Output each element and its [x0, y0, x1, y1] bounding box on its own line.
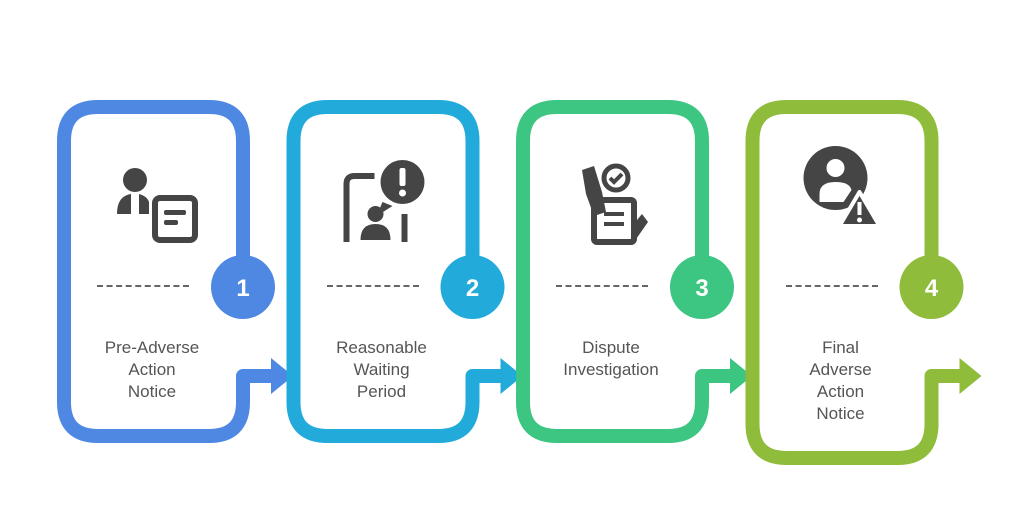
step-label-line: Adverse [809, 360, 872, 379]
step-label-line: Final [822, 338, 859, 357]
step-card-3: 3 [516, 100, 752, 443]
arrow-right-icon [271, 358, 293, 394]
step-card-4: 4 [745, 100, 982, 465]
step-label-line: Pre-Adverse [104, 338, 200, 357]
step-label-line: Action [816, 382, 865, 401]
step-label-line: Investigation [563, 360, 659, 379]
step-label-line: Notice [127, 382, 177, 401]
phone-person-alert-icon [343, 160, 425, 242]
step-number: 2 [466, 275, 479, 302]
step-card-1: 1 [57, 100, 293, 443]
step-card-2: 2 [286, 100, 523, 443]
step-number-badge [670, 255, 734, 319]
card-border [57, 100, 273, 443]
step-number-badge [440, 255, 505, 319]
step-number: 4 [925, 275, 939, 302]
arrow-right-icon [959, 358, 982, 394]
step-number-badge [899, 255, 964, 319]
arrow-right-icon [500, 358, 523, 394]
step-number: 3 [695, 275, 708, 302]
step-label-line: Action [128, 360, 176, 379]
divider [97, 285, 189, 287]
hand-clipboard-check-icon [582, 163, 648, 245]
step-label-line: Waiting [353, 360, 410, 379]
step-number-badge [211, 255, 275, 319]
step-label-line: Period [356, 382, 407, 401]
divider [785, 285, 878, 287]
card-border [516, 100, 732, 443]
arrow-right-icon [730, 358, 752, 394]
divider [326, 285, 419, 287]
person-document-icon [117, 168, 198, 243]
card-border [286, 100, 503, 443]
step-label-line: Notice [816, 404, 865, 423]
card-border [745, 100, 962, 465]
step-label-line: Dispute [582, 338, 640, 357]
divider [556, 285, 648, 287]
step-label-line: Reasonable [336, 338, 427, 357]
step-number: 1 [236, 275, 249, 302]
user-warning-icon [803, 146, 882, 228]
